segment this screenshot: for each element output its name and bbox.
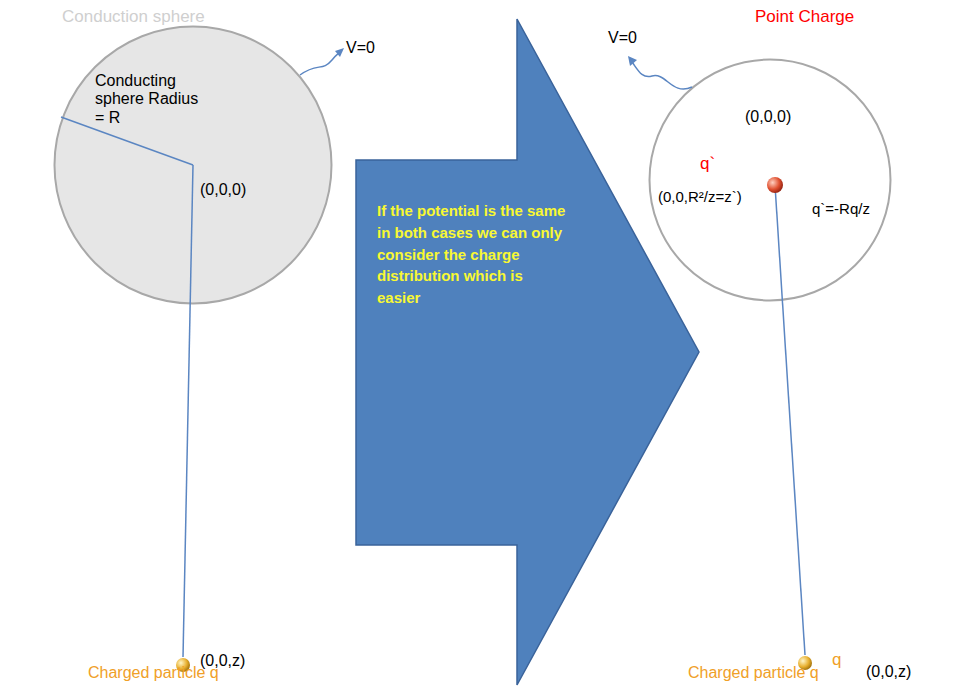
- image-sphere-shape: [650, 60, 891, 301]
- transform-arrow: If the potential is the same in both cas…: [355, 18, 700, 686]
- image-charge-dot: [767, 177, 783, 193]
- formula-label: q`=-Rq/z: [812, 200, 884, 217]
- potential-label: V=0: [346, 39, 396, 57]
- coordinate-label: (0,0,z): [866, 663, 936, 681]
- radius-line: [61, 117, 193, 165]
- distance-line: [775, 185, 805, 655]
- sphere-heading: Point Charge: [755, 7, 905, 27]
- callout-arrow: [300, 52, 340, 75]
- coordinate-label: (0,0,0): [200, 181, 280, 199]
- sphere-heading: Conduction sphere: [62, 7, 232, 27]
- arrowhead: [628, 56, 637, 66]
- conducting-sphere: Conduction sphereConducting sphere Radiu…: [53, 25, 333, 305]
- potential-label: V=0: [608, 29, 658, 47]
- transform-arrow-outline: [355, 18, 700, 686]
- particle-label: Charged particle q: [88, 664, 278, 682]
- arrowhead: [335, 48, 344, 57]
- image-sphere: Point Charge(0,0,0)q`(0,0,R²/z=z`)q`=-Rq…: [648, 58, 892, 302]
- image-sphere-outline: [648, 58, 892, 302]
- conducting-sphere-outline: [53, 25, 333, 305]
- distance-line: [183, 165, 193, 657]
- coordinate-label: (0,0,R²/z=z`): [658, 188, 766, 205]
- particle-label: Charged particle q: [688, 664, 878, 682]
- conducting-sphere-shape: [55, 27, 332, 304]
- transform-arrow-shape: [356, 19, 699, 685]
- sphere-label: Conducting sphere Radius = R: [95, 72, 207, 127]
- charge-label: q`: [700, 154, 730, 174]
- charge-label: q: [832, 650, 856, 670]
- arrow-text: If the potential is the same in both cas…: [377, 200, 567, 309]
- coordinate-label: (0,0,0): [745, 108, 825, 126]
- callout-arrow: [632, 62, 692, 89]
